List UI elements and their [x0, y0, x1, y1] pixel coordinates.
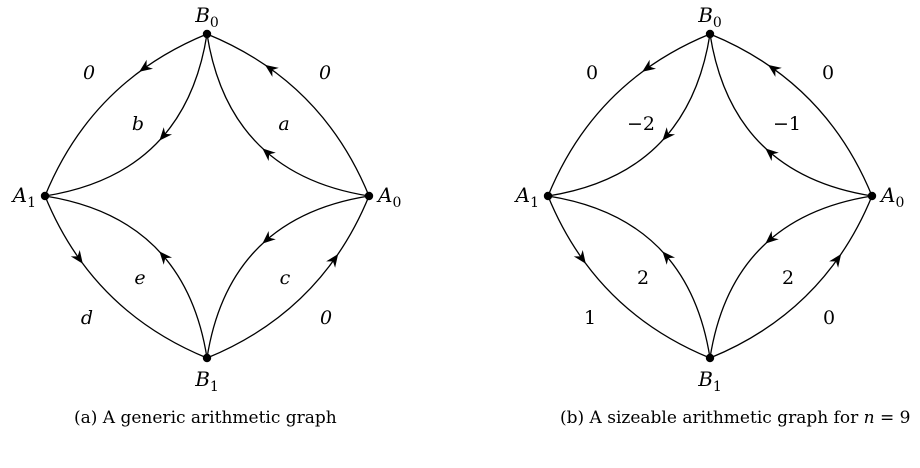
- edge-inner-b0-a1: [547, 33, 711, 197]
- arrowhead-inner-a0-b1: [262, 230, 276, 244]
- arrowhead-outer-a0-b0: [767, 64, 782, 77]
- vertex-label-name: A: [376, 183, 392, 207]
- arrowhead-outer-b1-a0: [326, 253, 339, 268]
- vertex-a0: [364, 191, 374, 201]
- figure-a-caption-text: (a) A generic arithmetic graph: [74, 408, 337, 428]
- vertex-label-subscript: 0: [713, 15, 722, 31]
- edge-outer-b1-a0: [206, 195, 370, 359]
- edge-inner-b1-a1: [44, 195, 208, 359]
- edge-outer-a1-b1: [44, 195, 208, 359]
- arrowhead-inner-b1-a1: [159, 251, 173, 265]
- edge-label-outer-a1-b1: d: [81, 307, 93, 329]
- vertex-b0: [705, 29, 715, 39]
- vertex-a1: [543, 191, 553, 201]
- arrowhead-outer-b1-a0: [829, 253, 842, 268]
- vertex-label-b0: B0: [194, 3, 219, 31]
- edge-label-outer-b0-a1: 0: [586, 62, 598, 84]
- vertex-a0: [867, 191, 877, 201]
- figure-b-caption-text: (b) A sizeable arithmetic graph for: [560, 408, 864, 428]
- edge-inner-a0-b0: [709, 33, 873, 197]
- vertex-label-subscript: 0: [210, 15, 219, 31]
- edge-inner-a0-b1: [206, 195, 370, 359]
- edge-outer-b1-a0: [709, 195, 873, 359]
- vertex-label-subscript: 1: [713, 379, 722, 395]
- vertex-label-b1: B1: [697, 367, 722, 395]
- edge-label-inner-b0-a1: b: [132, 113, 144, 135]
- vertex-label-subscript: 0: [392, 195, 401, 211]
- vertex-label-name: B: [194, 3, 210, 27]
- arrowhead-inner-b0-a1: [662, 127, 676, 141]
- arrowhead-inner-a0-b0: [262, 148, 276, 162]
- figure-b-caption-suffix: = 9: [874, 408, 911, 428]
- edge-inner-a0-b1: [709, 195, 873, 359]
- figure-b-caption: (b) A sizeable arithmetic graph for n = …: [560, 405, 920, 431]
- vertex-label-subscript: 0: [895, 195, 904, 211]
- vertex-label-subscript: 1: [530, 195, 539, 211]
- vertex-label-a1: A1: [11, 183, 36, 211]
- edge-label-outer-a0-b0: 0: [319, 62, 331, 84]
- edge-label-outer-a1-b1: 1: [584, 307, 596, 329]
- arrowhead-outer-b0-a1: [139, 59, 154, 72]
- edge-label-inner-a0-b0: −1: [773, 113, 801, 135]
- arrowhead-outer-a0-b0: [264, 64, 279, 77]
- vertex-a1: [40, 191, 50, 201]
- arrowhead-inner-b0-a1: [159, 127, 173, 141]
- edge-label-inner-a0-b1: c: [280, 267, 291, 289]
- vertex-b1: [705, 353, 715, 363]
- edge-label-inner-a0-b1: 2: [782, 267, 794, 289]
- vertex-label-subscript: 1: [27, 195, 36, 211]
- edge-outer-a0-b0: [206, 33, 370, 197]
- vertex-label-a0: A0: [376, 183, 401, 211]
- arrowhead-outer-a1-b1: [573, 249, 586, 264]
- edge-label-inner-b1-a1: e: [134, 267, 145, 289]
- vertex-label-name: A: [879, 183, 895, 207]
- edge-label-outer-b1-a0: 0: [823, 307, 835, 329]
- edge-label-inner-b1-a1: 2: [637, 267, 649, 289]
- vertex-label-a1: A1: [514, 183, 539, 211]
- edge-label-inner-b0-a1: −2: [627, 113, 655, 135]
- vertex-label-b1: B1: [194, 367, 219, 395]
- vertex-b0: [202, 29, 212, 39]
- edge-outer-a1-b1: [547, 195, 711, 359]
- edge-outer-a0-b0: [709, 33, 873, 197]
- edge-outer-b0-a1: [44, 33, 208, 197]
- figure-b-caption-math: n: [863, 408, 875, 428]
- vertex-label-a0: A0: [879, 183, 904, 211]
- edge-label-outer-b0-a1: 0: [83, 62, 95, 84]
- arrowhead-outer-b0-a1: [642, 59, 657, 72]
- vertex-b1: [202, 353, 212, 363]
- edge-inner-b1-a1: [547, 195, 711, 359]
- edge-label-inner-a0-b0: a: [278, 113, 289, 135]
- arrowhead-outer-a1-b1: [70, 249, 83, 264]
- vertex-label-name: B: [697, 3, 713, 27]
- arrowhead-inner-a0-b1: [765, 230, 779, 244]
- vertex-label-subscript: 1: [210, 379, 219, 395]
- figure-a-caption: (a) A generic arithmetic graph: [74, 405, 374, 431]
- vertex-label-name: A: [514, 183, 530, 207]
- vertex-label-name: A: [11, 183, 27, 207]
- vertex-label-name: B: [194, 367, 210, 391]
- vertex-label-b0: B0: [697, 3, 722, 31]
- arrowhead-inner-a0-b0: [765, 148, 779, 162]
- edge-inner-a0-b0: [206, 33, 370, 197]
- edge-label-outer-b1-a0: 0: [320, 307, 332, 329]
- edge-inner-b0-a1: [44, 33, 208, 197]
- arrowhead-inner-b1-a1: [662, 251, 676, 265]
- edge-label-outer-a0-b0: 0: [822, 62, 834, 84]
- vertex-label-name: B: [697, 367, 713, 391]
- edge-outer-b0-a1: [547, 33, 711, 197]
